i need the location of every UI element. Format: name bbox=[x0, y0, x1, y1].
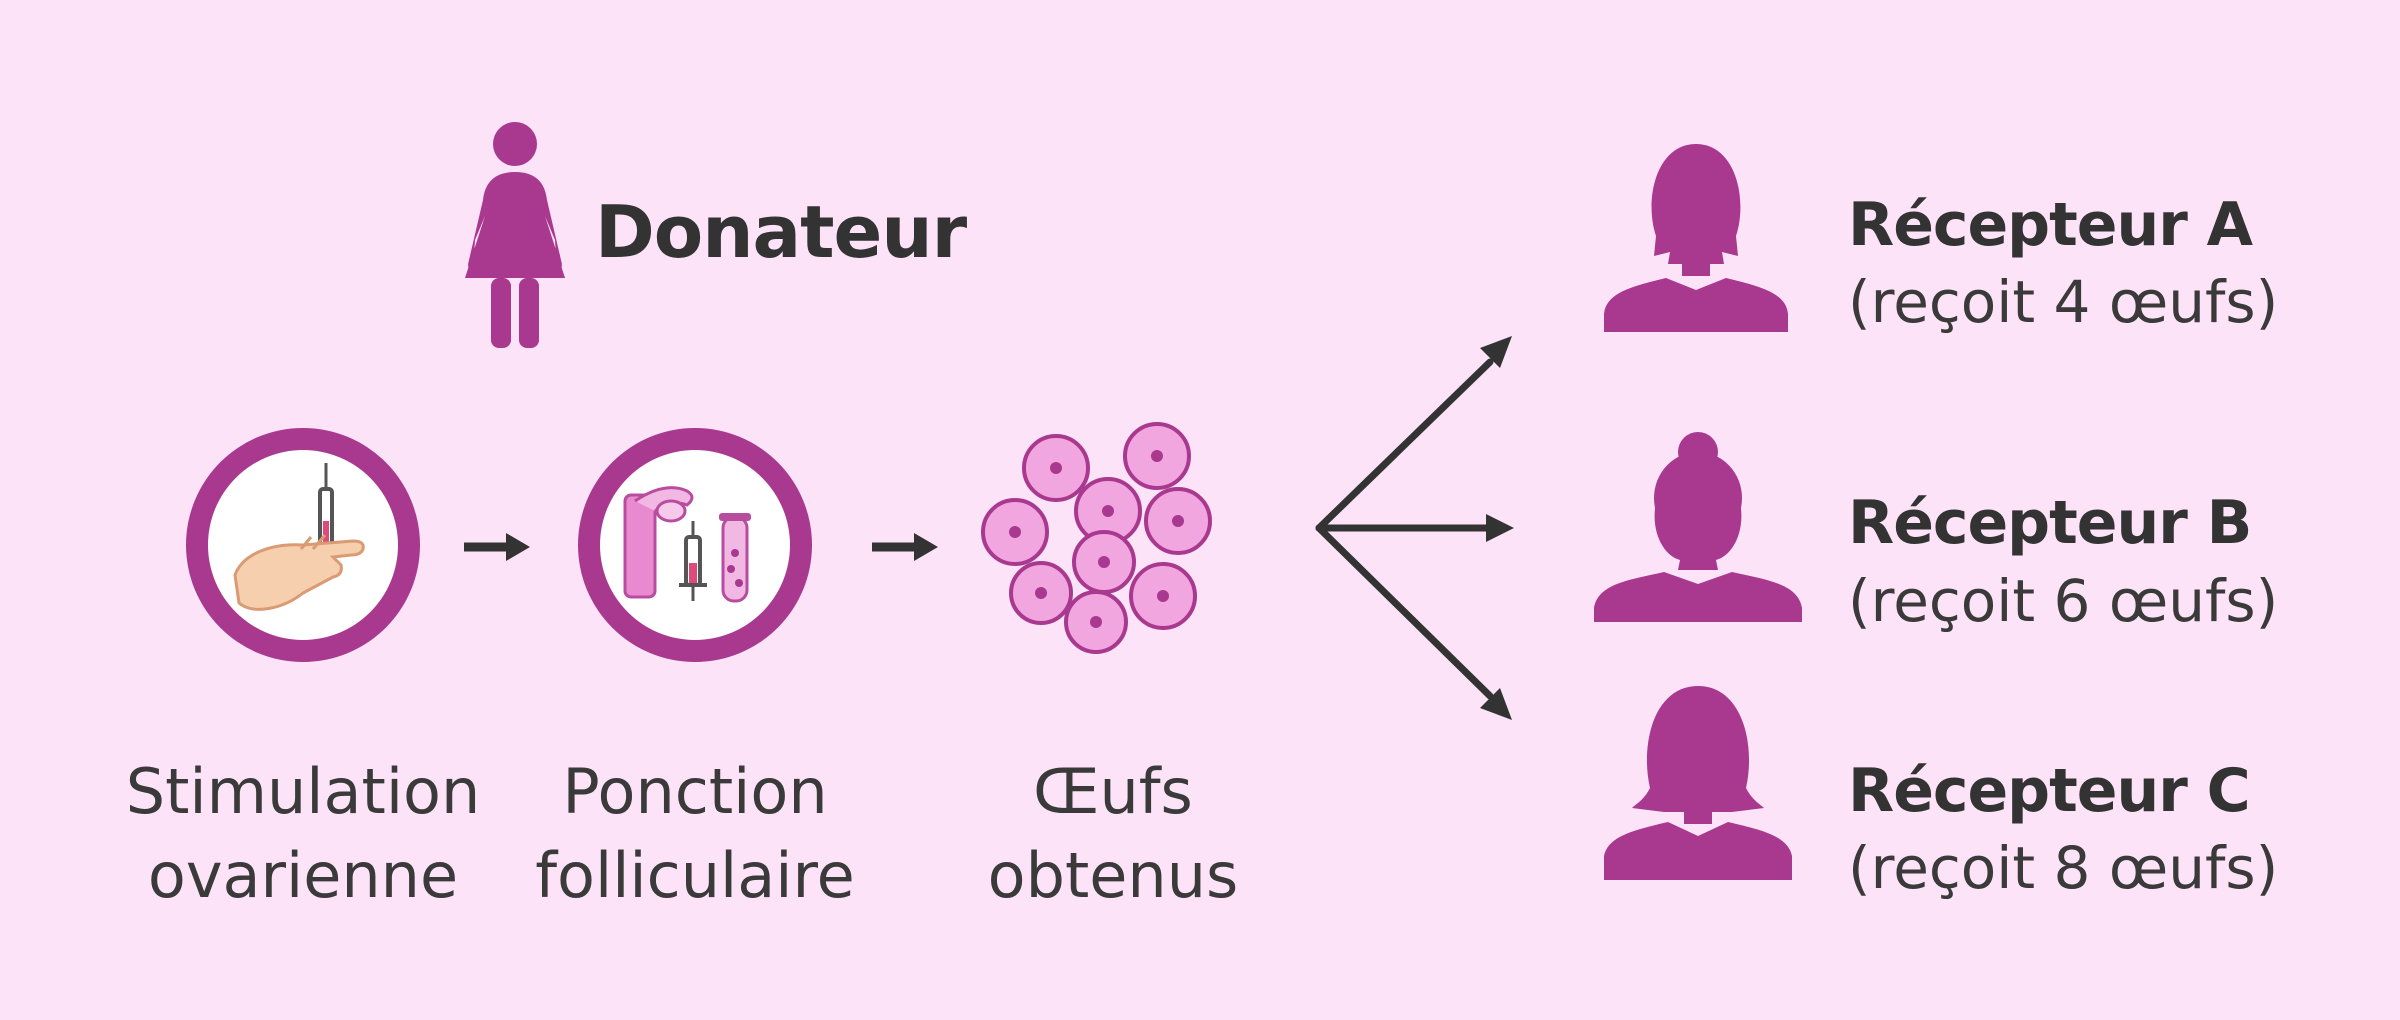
donor-title: Donateur bbox=[595, 190, 967, 274]
recipient-a-name: Récepteur A bbox=[1848, 190, 2253, 260]
recipient-c-detail: (reçoit 8 œufs) bbox=[1848, 834, 2279, 902]
step-label-ponction: Ponction folliculaire bbox=[485, 750, 905, 918]
recipient-b-name: Récepteur B bbox=[1848, 488, 2252, 558]
arrow-right-icon bbox=[872, 533, 938, 561]
eggs-cluster-icon bbox=[981, 422, 1212, 654]
woman-silhouette-icon bbox=[1594, 432, 1802, 622]
recipient-a-detail: (reçoit 4 œufs) bbox=[1848, 268, 2279, 336]
arrow-right-icon bbox=[464, 533, 530, 561]
syringe-hand-icon bbox=[186, 428, 420, 662]
arrow-to-recipient-c bbox=[1315, 524, 1494, 700]
uterus-syringe-tube-icon bbox=[578, 428, 812, 662]
step-label-line: Stimulation bbox=[125, 755, 481, 828]
arrow-to-recipient-a bbox=[1315, 358, 1494, 532]
step-label-eggs: Œufs obtenus bbox=[903, 750, 1323, 918]
woman-silhouette-icon bbox=[1604, 686, 1792, 880]
step-label-line: folliculaire bbox=[535, 839, 855, 912]
donor-woman-icon bbox=[465, 122, 565, 348]
step-label-stimulation: Stimulation ovarienne bbox=[93, 750, 513, 918]
recipient-c-name: Récepteur C bbox=[1848, 756, 2251, 826]
step-label-line: Œufs bbox=[1033, 755, 1193, 828]
woman-silhouette-icon bbox=[1604, 144, 1788, 332]
step-label-line: Ponction bbox=[562, 755, 828, 828]
recipient-b-detail: (reçoit 6 œufs) bbox=[1848, 567, 2279, 635]
step-label-line: obtenus bbox=[987, 839, 1239, 912]
distribution-arrows bbox=[1315, 336, 1514, 720]
step-label-line: ovarienne bbox=[147, 839, 459, 912]
